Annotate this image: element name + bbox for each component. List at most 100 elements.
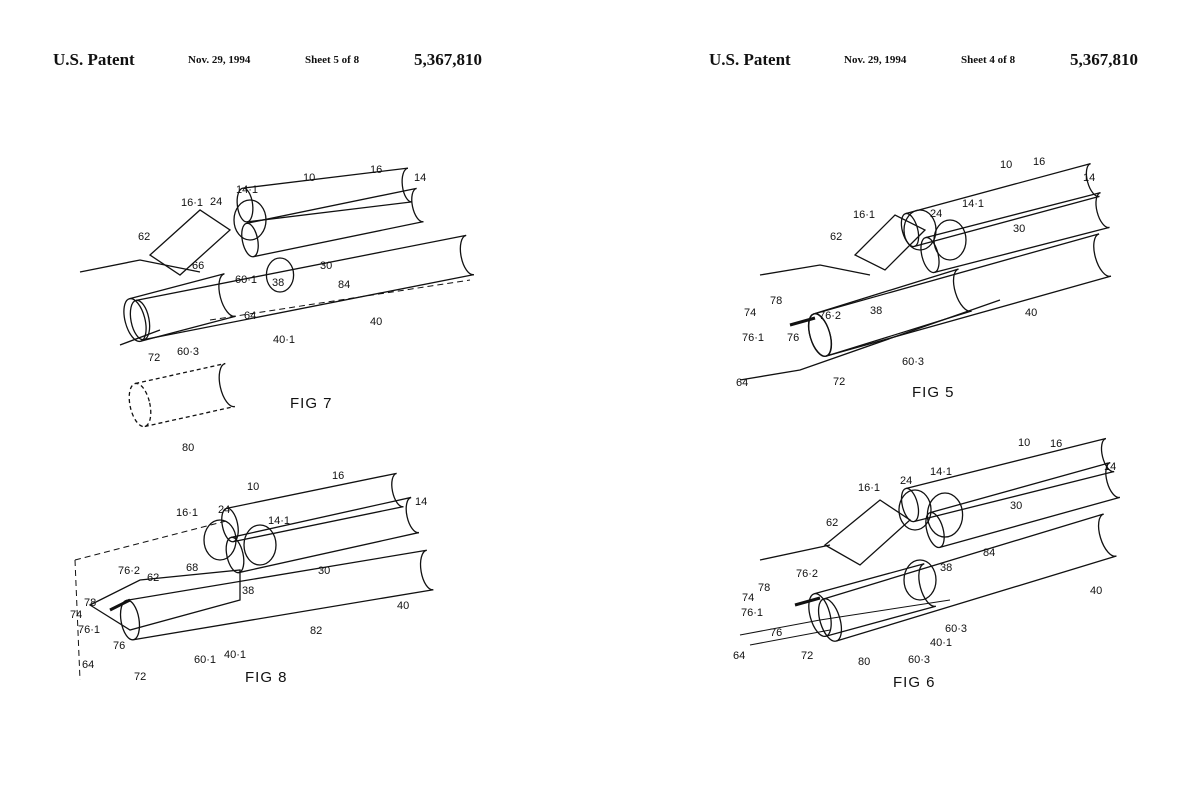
- reference-numeral: 16: [1050, 438, 1063, 450]
- tube: [813, 233, 1112, 357]
- tube-end: [405, 496, 420, 534]
- tube-end: [401, 167, 413, 203]
- reference-numeral: 68: [186, 562, 199, 574]
- tube: [126, 549, 434, 641]
- reference-numeral: 38: [870, 305, 883, 317]
- reference-numeral: 16·1: [176, 507, 199, 519]
- reference-numeral: 10: [247, 481, 260, 493]
- ring: [243, 524, 277, 566]
- reference-numeral: 16·1: [853, 209, 876, 221]
- reference-numeral: 16·1: [181, 197, 204, 209]
- reference-numeral: 40: [1090, 585, 1103, 597]
- reference-numeral: 76·1: [742, 332, 765, 344]
- fig5-caption: FIG 5: [912, 384, 955, 401]
- tube: [226, 472, 404, 543]
- tube-end: [918, 563, 936, 608]
- reference-numeral: 84: [338, 279, 351, 291]
- tube: [246, 187, 424, 258]
- reference-numeral: 60·3: [177, 346, 200, 358]
- tube-end: [236, 187, 254, 223]
- reference-numeral: 72: [134, 671, 147, 683]
- reference-numeral: 24: [930, 208, 943, 220]
- ring: [903, 559, 937, 601]
- tube-end: [807, 313, 833, 357]
- tube: [129, 273, 236, 342]
- reference-numeral: 78: [84, 597, 97, 609]
- reference-numeral: 14: [415, 496, 428, 508]
- reference-numeral: 72: [801, 650, 814, 662]
- tube: [905, 437, 1115, 523]
- reference-numeral: 76·1: [741, 607, 764, 619]
- reference-numeral: 16: [332, 470, 345, 482]
- reference-numeral: 16: [1033, 156, 1046, 168]
- tube-end: [128, 382, 152, 428]
- reference-numeral: 62: [826, 517, 839, 529]
- reference-numeral: 14·1: [930, 466, 953, 478]
- right-header-date: Nov. 29, 1994: [844, 54, 907, 66]
- flap: [853, 214, 927, 271]
- tube-end: [218, 273, 236, 318]
- reference-numeral: 14·1: [268, 515, 291, 527]
- reference-numeral: 60·3: [945, 623, 968, 635]
- reference-numeral: 84: [983, 547, 996, 559]
- tube: [905, 162, 1100, 248]
- reference-numeral: 76: [787, 332, 800, 344]
- edge: [209, 279, 471, 321]
- ring: [203, 519, 237, 561]
- reference-numeral: 64: [244, 310, 257, 322]
- reference-numeral: 76·2: [819, 310, 842, 322]
- tube-end: [419, 549, 434, 591]
- reference-numeral: 10: [303, 172, 316, 184]
- reference-numeral: 80: [858, 656, 871, 668]
- reference-numeral: 62: [830, 231, 843, 243]
- reference-numeral: 30: [1010, 500, 1023, 512]
- tube: [242, 167, 413, 223]
- reference-numeral: 72: [833, 376, 846, 388]
- reference-numeral: 30: [318, 565, 331, 577]
- fig7-caption: FIG 7: [290, 395, 333, 412]
- reference-numeral: 60·1: [194, 654, 217, 666]
- flap: [823, 499, 912, 566]
- reference-numeral: 24: [210, 196, 223, 208]
- tube-end: [1098, 513, 1117, 557]
- reference-numeral: 74: [742, 592, 755, 604]
- reference-numeral: 76·2: [118, 565, 141, 577]
- flap: [79, 259, 201, 273]
- tube-end: [218, 362, 235, 408]
- tube-end: [1095, 191, 1110, 229]
- reference-numeral: 76: [770, 627, 783, 639]
- tube-end: [952, 268, 972, 312]
- reference-numeral: 82: [310, 625, 323, 637]
- tube-end: [123, 297, 147, 343]
- reference-numeral: 40·1: [930, 637, 953, 649]
- rail: [739, 299, 1001, 381]
- tube: [136, 234, 474, 341]
- rail: [739, 599, 951, 646]
- ring: [233, 199, 267, 241]
- tube-end: [459, 234, 474, 276]
- reference-numeral: 38: [242, 585, 255, 597]
- hook: [119, 329, 161, 346]
- reference-numeral: 74: [70, 609, 83, 621]
- spring: [109, 598, 131, 612]
- right-header-title: U.S. Patent: [709, 50, 791, 69]
- reference-numeral: 72: [148, 352, 161, 364]
- reference-numeral: 16·1: [858, 482, 881, 494]
- reference-numeral: 38: [940, 562, 953, 574]
- right-header-sheet: Sheet 4 of 8: [961, 54, 1016, 66]
- tube-end: [411, 187, 424, 223]
- tube-end: [221, 507, 239, 543]
- reference-numeral: 60·3: [908, 654, 931, 666]
- reference-numeral: 60·3: [902, 356, 925, 368]
- fig8-caption: FIG 8: [245, 669, 288, 686]
- reference-numeral: 74: [744, 307, 757, 319]
- reference-numeral: 14: [1104, 461, 1117, 473]
- reference-numeral: 10: [1000, 159, 1013, 171]
- reference-numeral: 40·1: [273, 334, 296, 346]
- reference-numeral: 64: [736, 377, 749, 389]
- tube-end: [1105, 462, 1120, 499]
- tube-end: [225, 536, 245, 574]
- reference-numeral: 14: [414, 172, 427, 184]
- reference-numeral: 40: [370, 316, 383, 328]
- left-header-title: U.S. Patent: [53, 50, 135, 69]
